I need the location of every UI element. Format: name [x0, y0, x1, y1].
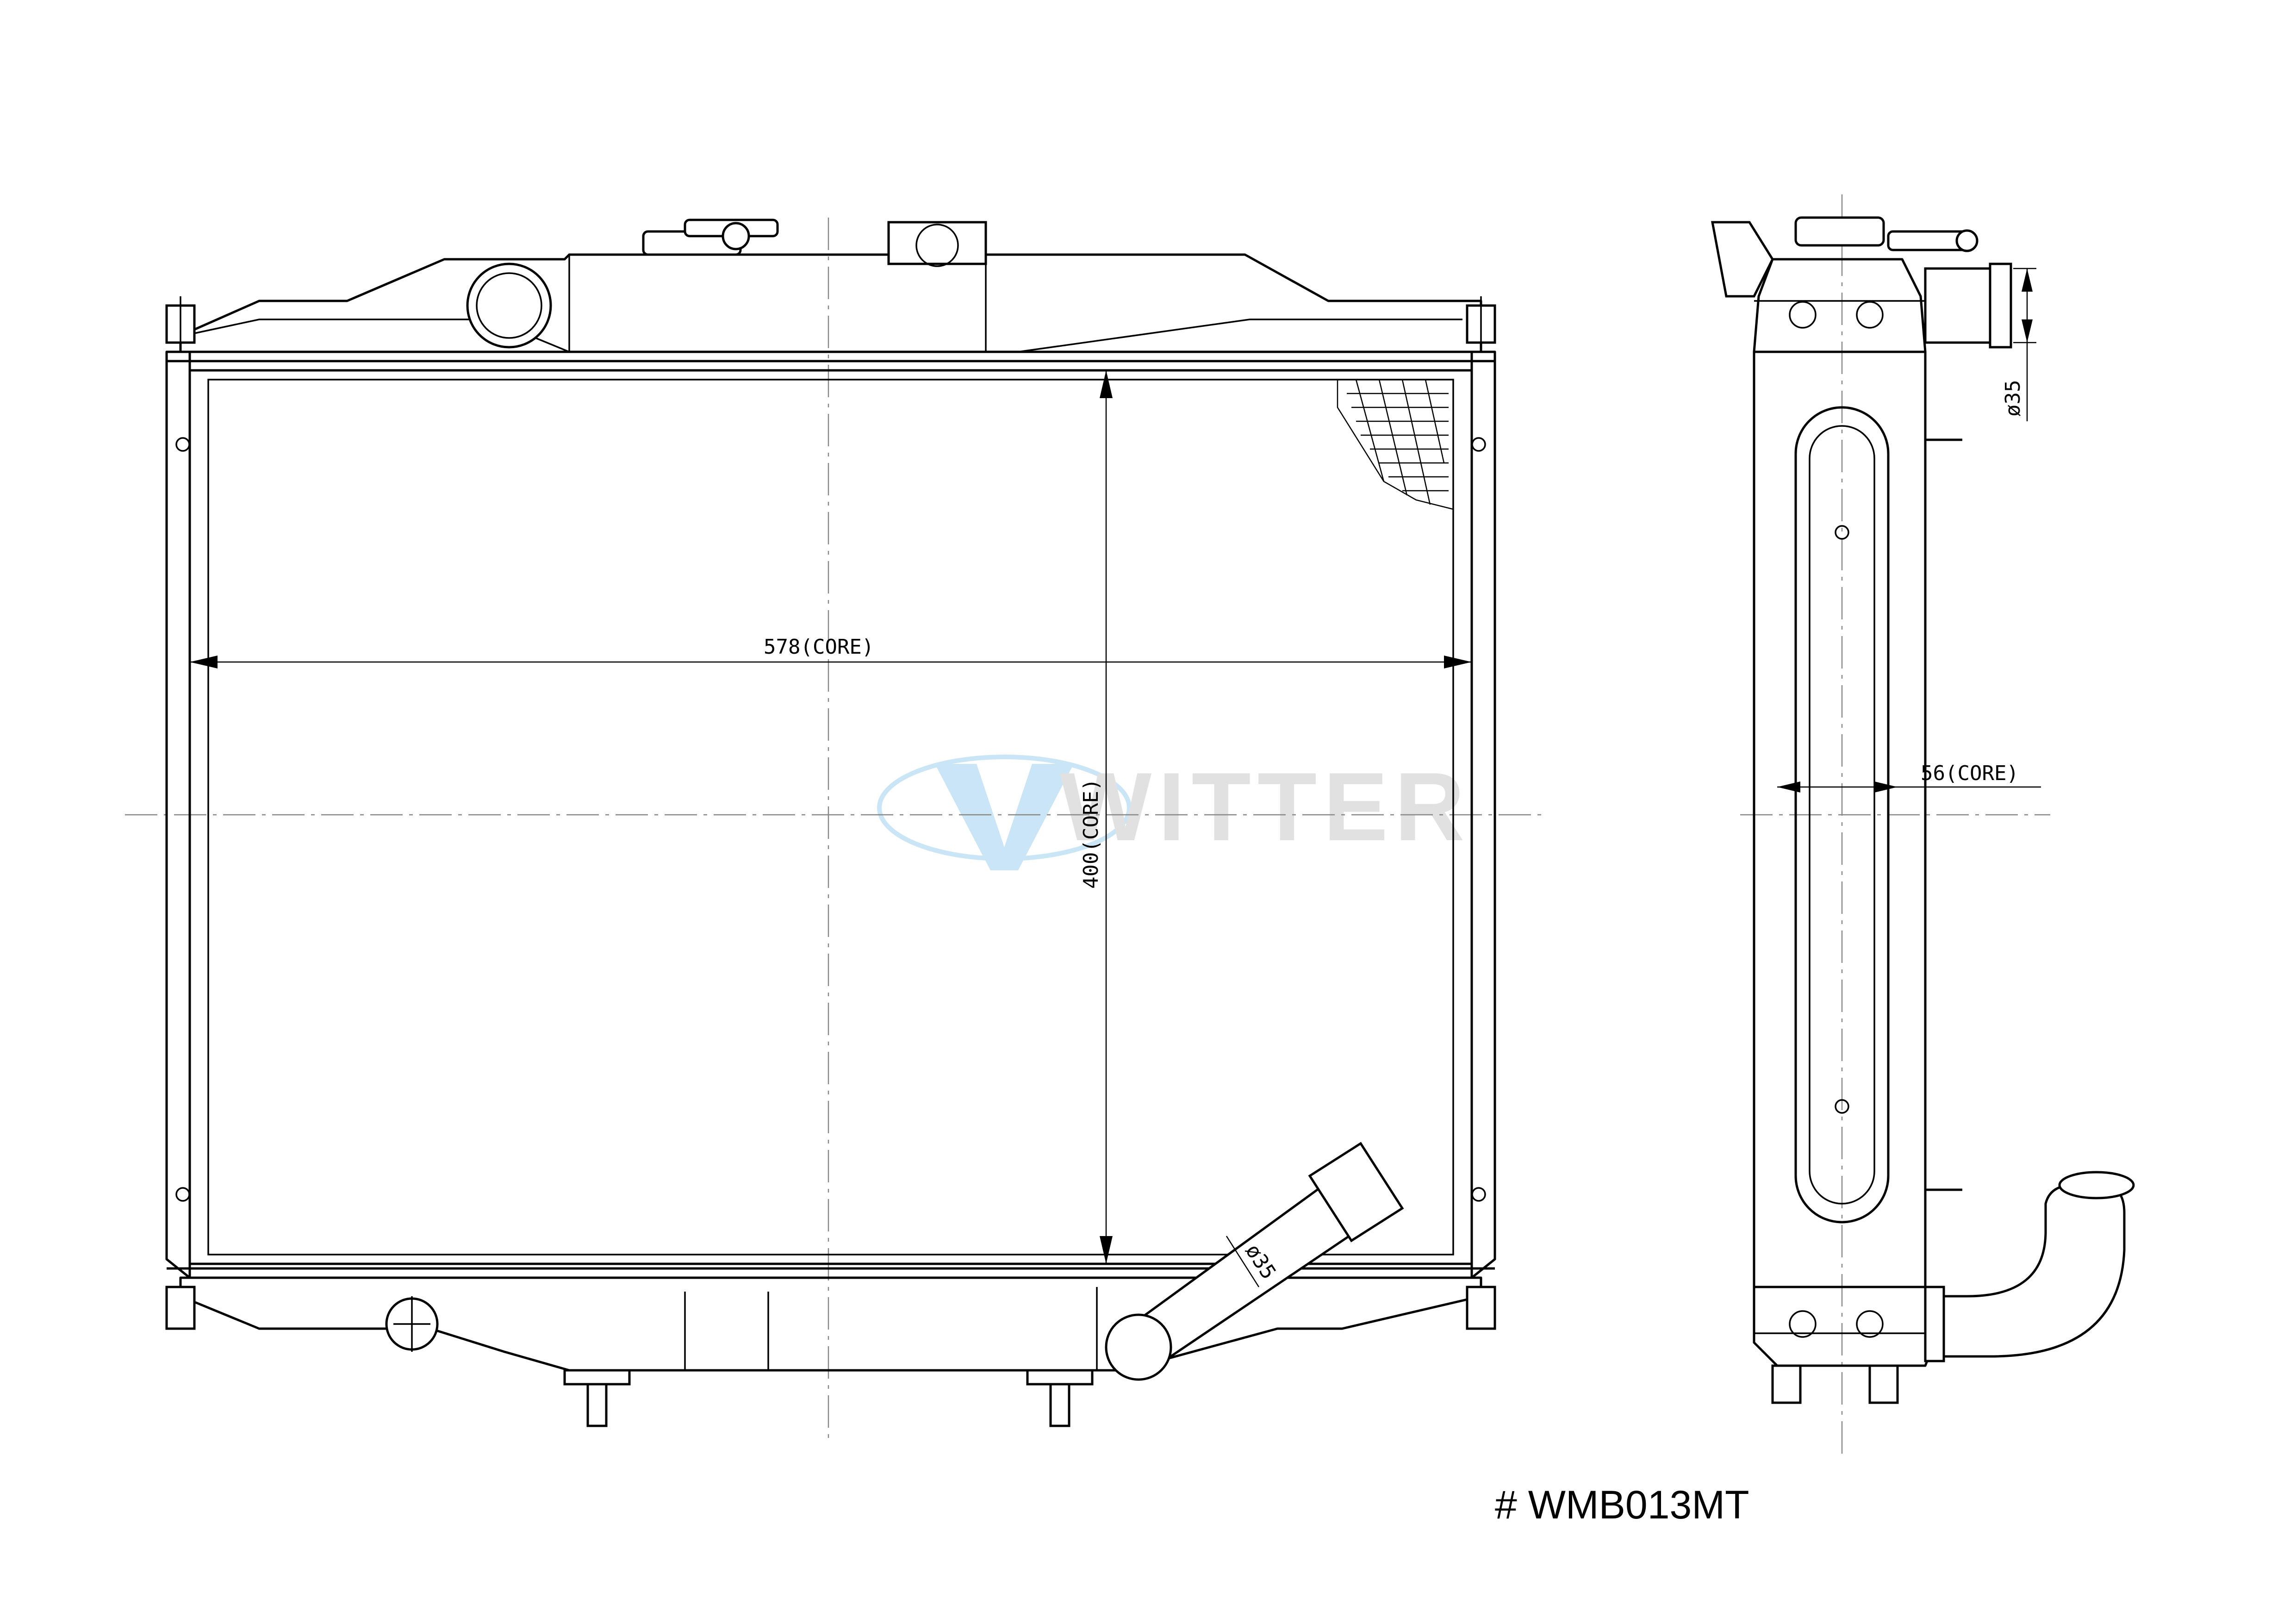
side-upper-tank: [1753, 258, 1927, 352]
slot-bolt-icon: [1835, 525, 1849, 540]
side-frame-slot: [1794, 406, 1890, 1224]
upper-tank-inner-edge-right: [1018, 319, 1462, 353]
bottom-mount-left: [563, 1369, 631, 1427]
inlet-diameter-label: ø35: [2001, 380, 2025, 417]
lower-outlet-pipe: [1105, 1142, 1404, 1381]
side-lower-tank: [1753, 1287, 1936, 1367]
side-bolt-icon: [1789, 301, 1817, 329]
side-radiator-cap-icon: [1711, 216, 1979, 298]
witter-watermark: WITTER: [877, 752, 1471, 870]
fin-detail: [1337, 379, 1454, 510]
bottom-mount-right: [1026, 1369, 1094, 1427]
core-height-label: 400(CORE): [1079, 779, 1103, 889]
side-inlet-pipe: [1924, 262, 2012, 349]
upper-outlet-boss: [887, 221, 987, 265]
outlet-dimension-line: [1226, 1236, 1260, 1287]
part-number: # WMB013MT: [1495, 1483, 1749, 1527]
side-view: ø35 56(CORE): [1711, 194, 2135, 1454]
core-width-label: 578(CORE): [764, 635, 874, 659]
lower-tank: [179, 1276, 1482, 1372]
frame-bolt-icon: [1471, 1187, 1486, 1202]
radiator-cap-icon: [642, 219, 779, 256]
lower-right-mount: [1466, 1286, 1496, 1330]
side-bolt-icon: [1856, 1310, 1884, 1338]
frame-bolt-icon: [175, 1187, 190, 1202]
side-bolt-icon: [1789, 1310, 1817, 1338]
side-bottom-mount: [1771, 1364, 1899, 1404]
side-outlet-pipe: [1924, 1171, 2135, 1362]
side-core: [1753, 350, 1927, 1288]
front-view: ø35 578(CORE) 400(CORE): [125, 218, 1541, 1440]
top-left-mount: [165, 296, 196, 352]
witter-logo-mark: [935, 764, 1074, 870]
side-bolt-icon: [1856, 301, 1884, 329]
frame-bolt-icon: [175, 437, 190, 452]
top-right-mount: [1466, 296, 1496, 352]
filler-neck: [466, 262, 552, 349]
drain-plug-icon: [385, 1296, 439, 1352]
radiator-core: [188, 369, 1473, 1265]
lower-left-mount: [165, 1286, 196, 1330]
core-depth-label: 56(CORE): [1921, 762, 2019, 785]
upper-tank: [179, 253, 1482, 353]
frame-bolt-icon: [1471, 437, 1486, 452]
slot-bolt-icon: [1835, 1099, 1849, 1114]
radiator-core-inner: [207, 379, 1454, 1255]
watermark-text: WITTER: [1060, 752, 1471, 861]
